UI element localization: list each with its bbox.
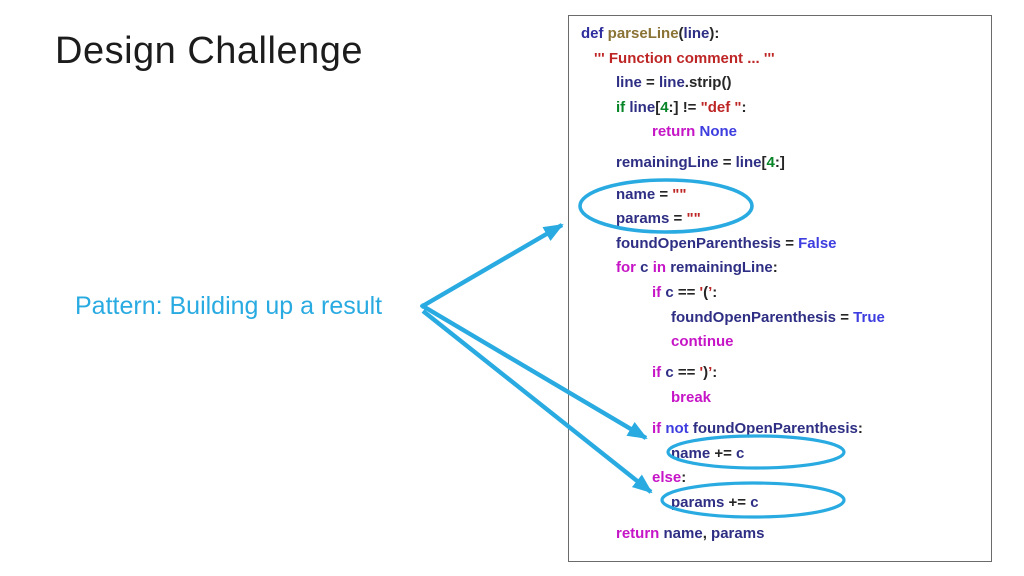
pattern-label: Pattern: Building up a result [75, 292, 383, 320]
code-panel: def parseLine(line): ''' Function comment… [568, 15, 992, 562]
code-line: if c == ')’: [652, 364, 718, 382]
code-line: line = line.strip() [616, 74, 732, 92]
code-line: return None [652, 123, 738, 141]
code-line: name = "" [616, 185, 687, 203]
code-line: if not foundOpenParenthesis: [652, 419, 863, 437]
arrow-to-init [419, 223, 564, 309]
code-line: else: [652, 469, 687, 487]
code-line: if c == '(’: [652, 283, 718, 301]
code-line: params += c [671, 493, 759, 511]
code-line: foundOpenParenthesis = True [671, 308, 885, 326]
code-line: ''' Function comment ... ''' [594, 49, 775, 67]
code-line: foundOpenParenthesis = False [616, 234, 837, 252]
code-line: continue [671, 333, 734, 351]
code-line: params = "" [616, 210, 701, 228]
code-line: name += c [671, 444, 745, 462]
code-line: remainingLine = line[4:] [616, 154, 785, 172]
code-line: for c in remainingLine: [616, 259, 778, 277]
code-line: return name, params [616, 524, 765, 542]
slide-title: Design Challenge [55, 30, 363, 72]
code-line: break [671, 388, 712, 406]
code-line: def parseLine(line): [581, 25, 720, 42]
code-line: if line[4:] != "def ": [616, 98, 747, 116]
